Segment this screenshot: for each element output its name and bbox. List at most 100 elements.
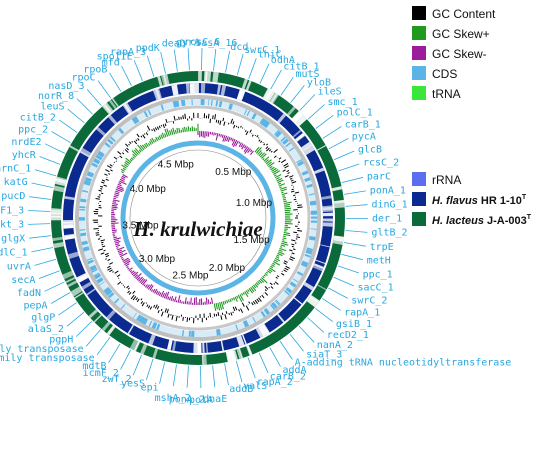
gene-label: odhA xyxy=(271,55,295,66)
gene-label: rpoC xyxy=(72,72,96,83)
genome-title: H. krulwichiae xyxy=(132,217,263,241)
gene-label: pepA xyxy=(24,301,48,312)
gene-label: glcB xyxy=(358,145,382,156)
gene-label: ponA_1 xyxy=(370,185,406,196)
ring-grey-inner xyxy=(85,105,311,331)
gene-label: yesS xyxy=(121,379,145,390)
gene-label: polC_1 xyxy=(337,108,373,119)
gene-label: rcsC_2 xyxy=(363,158,399,169)
gene-label: der_1 xyxy=(372,214,402,225)
gene-label: rapA_3 xyxy=(110,47,146,58)
scale-label: 0.5 Mbp xyxy=(215,167,252,178)
scale-label: 3.0 Mbp xyxy=(139,254,176,265)
gene-label: pucD xyxy=(1,191,25,202)
gc-skew-track xyxy=(111,123,293,311)
gene-label: siaT_3 xyxy=(306,349,342,360)
gene-label: ppc_1 xyxy=(363,269,393,280)
gene-label: deaD xyxy=(162,39,186,50)
gene-label: sasA_16 xyxy=(195,38,237,49)
gene-label: katG xyxy=(4,177,28,188)
gene-label: smc_1 xyxy=(328,97,358,108)
gene-label: mdlC_1 xyxy=(0,248,28,259)
gene-label: ppdK xyxy=(136,43,160,54)
legend-label: GC Skew+ xyxy=(432,27,490,41)
gene-label: zwf_2 xyxy=(102,374,132,385)
gene-label: carB_2 xyxy=(270,372,306,383)
legend-swatch xyxy=(412,66,426,80)
gene-label: pepF1_3 xyxy=(0,205,24,216)
gene-label: nasD_3 xyxy=(48,81,84,92)
gene-label: rpoB xyxy=(83,64,107,75)
gene-label: dnaE xyxy=(203,394,227,405)
scale-label: 2.5 Mbp xyxy=(172,271,209,282)
gene-labels: deaDgyrArcsC_6sasA_16dcdswrC_1thiCodhAci… xyxy=(0,37,511,406)
gene-label: citB_1 xyxy=(283,61,319,72)
gene-label: pycA xyxy=(352,132,376,143)
gene-label: epi xyxy=(141,383,159,394)
legend-swatch xyxy=(412,212,426,226)
gene-label: mshA_2 xyxy=(155,393,191,404)
gene-label: rapA_1 xyxy=(344,308,380,319)
legend-swatch xyxy=(412,46,426,60)
gene-label: yloB xyxy=(307,77,331,88)
legend-swatch xyxy=(412,172,426,186)
gene-label: nanA_2 xyxy=(317,340,353,351)
gene-label: swrC_1 xyxy=(244,45,280,56)
gene-label: recD2_1 xyxy=(327,330,369,341)
gene-label: valS xyxy=(243,381,267,392)
gene-label: trpE xyxy=(370,242,394,253)
gene-label: mutS xyxy=(296,69,320,80)
gene-label: Tn3 family transposase xyxy=(0,353,95,364)
gene-label: citB_2 xyxy=(20,113,56,124)
gene-label: sacC_1 xyxy=(358,283,394,294)
scale-label: 1.0 Mbp xyxy=(236,198,273,209)
gene-label: gsiB_1 xyxy=(336,319,372,330)
gene-label: arnC_1 xyxy=(0,163,31,174)
gene-label: dinG_1 xyxy=(372,199,408,210)
legend-swatch xyxy=(412,86,426,100)
gene-label: rapA_2 xyxy=(257,377,293,388)
legend-swatch xyxy=(412,6,426,20)
gene-label: norR_8 xyxy=(38,91,74,102)
gc-content-track xyxy=(92,112,303,324)
gene-label: leuS xyxy=(41,101,65,112)
gene-label: mdtB xyxy=(82,361,106,372)
gene-label: glgP xyxy=(31,313,55,324)
gene-label: secA xyxy=(11,275,35,286)
gene-label: carB_1 xyxy=(345,119,381,130)
gene-label: parC xyxy=(367,171,391,182)
gene-label: dcd xyxy=(230,42,248,53)
gene-label: rcsC_6 xyxy=(184,37,220,48)
gene-label: alaS_2 xyxy=(28,324,64,335)
legend-swatch xyxy=(412,26,426,40)
legend-label: GC Skew- xyxy=(432,47,487,61)
gene-label: yhcR xyxy=(12,150,37,161)
gene-label: gyrA xyxy=(176,37,200,48)
gene-label: ileS xyxy=(318,87,342,98)
gene-label: Tn3 family transposase xyxy=(0,344,84,355)
legend-label: H. flavus HR 1-10T xyxy=(432,194,527,207)
gene-label: polA xyxy=(189,395,213,406)
legend-label: H. lacteus J-A-003T xyxy=(432,214,532,227)
gene-label: metH xyxy=(367,256,391,267)
scale-label: 1.5 Mbp xyxy=(234,235,271,246)
gene-label: mfd xyxy=(102,58,120,69)
legend-label: rRNA xyxy=(432,173,461,187)
gene-label: fadN xyxy=(17,288,41,299)
legend-label: CDS xyxy=(432,67,457,81)
gene-leader-lines xyxy=(28,47,368,389)
scale-label: 4.5 Mbp xyxy=(158,159,195,170)
scale-label: 2.0 Mbp xyxy=(209,263,246,274)
legend-genomes: rRNA H. flavus HR 1-10T H. lacteus J-A-003… xyxy=(412,172,532,227)
scale-label: 4.0 Mbp xyxy=(130,184,167,195)
gene-label: ponA_2 xyxy=(169,395,205,406)
legend-label: GC Content xyxy=(432,7,496,21)
gene-label: swrC_2 xyxy=(351,295,387,306)
gene-label: A-adding tRNA nucleotidyltransferase xyxy=(295,358,512,369)
gene-label: uvrA xyxy=(7,262,31,273)
gene-label: addA xyxy=(283,365,307,376)
